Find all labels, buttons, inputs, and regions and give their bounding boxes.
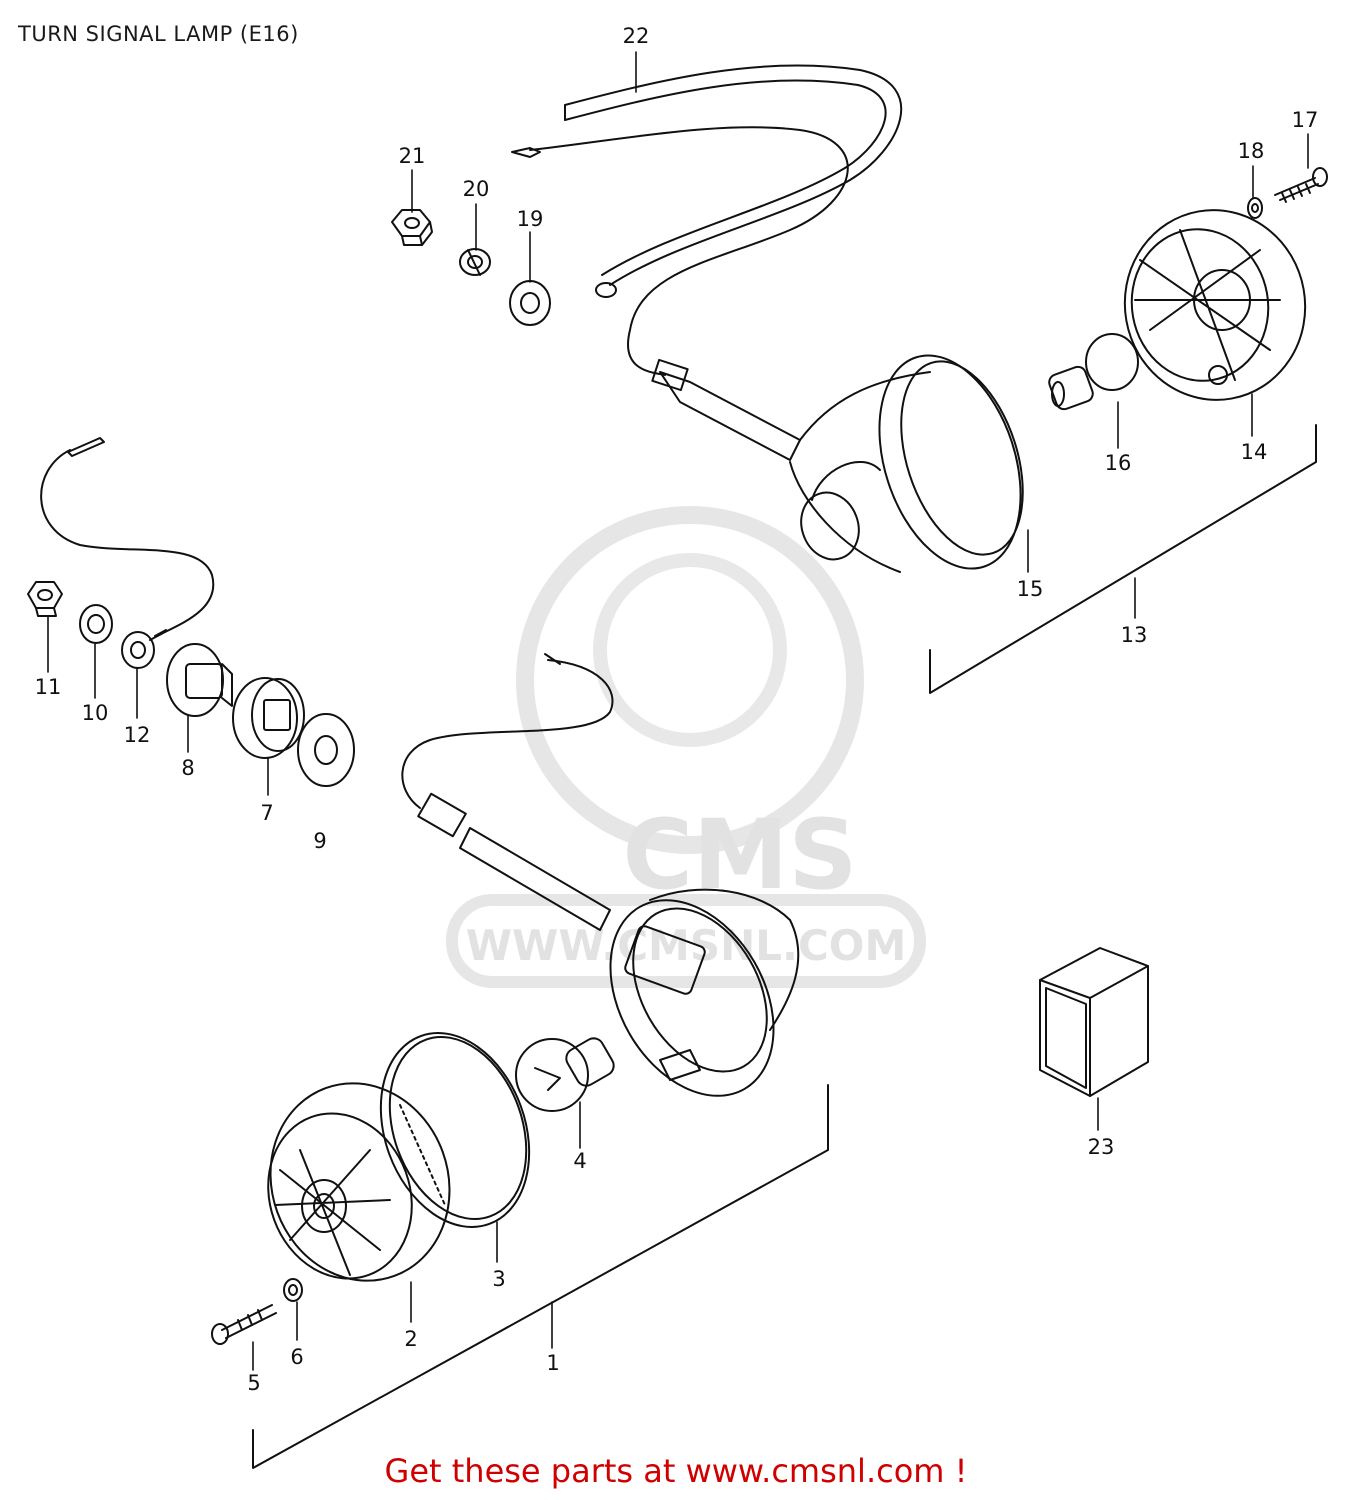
wire-harness: [511, 64, 903, 376]
relay-23: [1039, 947, 1149, 1097]
bulb-top: [1048, 333, 1139, 411]
part-label-19[interactable]: 19: [517, 207, 544, 231]
bracket-13: [929, 424, 1317, 694]
part-label-14[interactable]: 14: [1241, 440, 1268, 464]
wire-left: [40, 437, 215, 637]
cta-banner[interactable]: Get these parts at www.cmsnl.com !: [384, 1452, 968, 1490]
screw-5: [211, 1304, 277, 1345]
part-label-9[interactable]: 9: [313, 829, 326, 853]
part-label-18[interactable]: 18: [1238, 139, 1265, 163]
lock-washer-10: [79, 604, 113, 644]
screw-17: [1274, 167, 1328, 203]
part-label-12[interactable]: 12: [124, 723, 151, 747]
part-label-4[interactable]: 4: [573, 1149, 586, 1173]
bulb-lower: [515, 1037, 615, 1112]
part-label-1[interactable]: 1: [546, 1351, 559, 1375]
part-label-2[interactable]: 2: [404, 1327, 417, 1351]
bolt-8: [166, 643, 233, 717]
washer-18: [1247, 197, 1263, 219]
svg-text:WWW.CMSNL.COM: WWW.CMSNL.COM: [466, 921, 907, 970]
terminal-12: [121, 631, 166, 669]
bracket-1: [252, 1084, 829, 1469]
part-label-23[interactable]: 23: [1088, 1135, 1115, 1159]
part-label-17[interactable]: 17: [1292, 108, 1319, 132]
part-label-5[interactable]: 5: [247, 1371, 260, 1395]
part-label-3[interactable]: 3: [492, 1267, 505, 1291]
watermark-logo: CMS WWW.CMSNL.COM: [446, 506, 926, 988]
part-label-13[interactable]: 13: [1121, 623, 1148, 647]
washer-6: [283, 1278, 303, 1302]
part-label-11[interactable]: 11: [35, 675, 62, 699]
svg-text:CMS: CMS: [622, 799, 857, 911]
part-label-15[interactable]: 15: [1017, 577, 1044, 601]
gasket-3: [379, 1032, 531, 1228]
nut-11: [27, 581, 63, 617]
leader-lines: [47, 51, 1309, 1371]
lamp-housing-lower: [417, 792, 800, 1097]
lamp-housing-top: [651, 354, 1024, 573]
page-title: TURN SIGNAL LAMP (E16): [18, 22, 299, 46]
lens-lower: [267, 1082, 451, 1282]
part-label-10[interactable]: 10: [82, 701, 109, 725]
part-label-7[interactable]: 7: [260, 801, 273, 825]
part-label-16[interactable]: 16: [1105, 451, 1132, 475]
lens-top: [1123, 209, 1307, 401]
washer-19: [509, 280, 551, 326]
part-label-21[interactable]: 21: [399, 144, 426, 168]
part-label-6[interactable]: 6: [290, 1345, 303, 1369]
part-label-8[interactable]: 8: [181, 756, 194, 780]
part-label-20[interactable]: 20: [463, 177, 490, 201]
lock-washer-20: [459, 248, 491, 276]
washer-9: [297, 713, 355, 787]
wire-lower: [401, 653, 614, 809]
part-label-22[interactable]: 22: [623, 24, 650, 48]
nut-21: [391, 209, 433, 246]
grommet-7: [232, 677, 305, 759]
part-labels: 22 21 20 19 18 17 16 14 15 13 11 10 12 8…: [35, 24, 1319, 1395]
